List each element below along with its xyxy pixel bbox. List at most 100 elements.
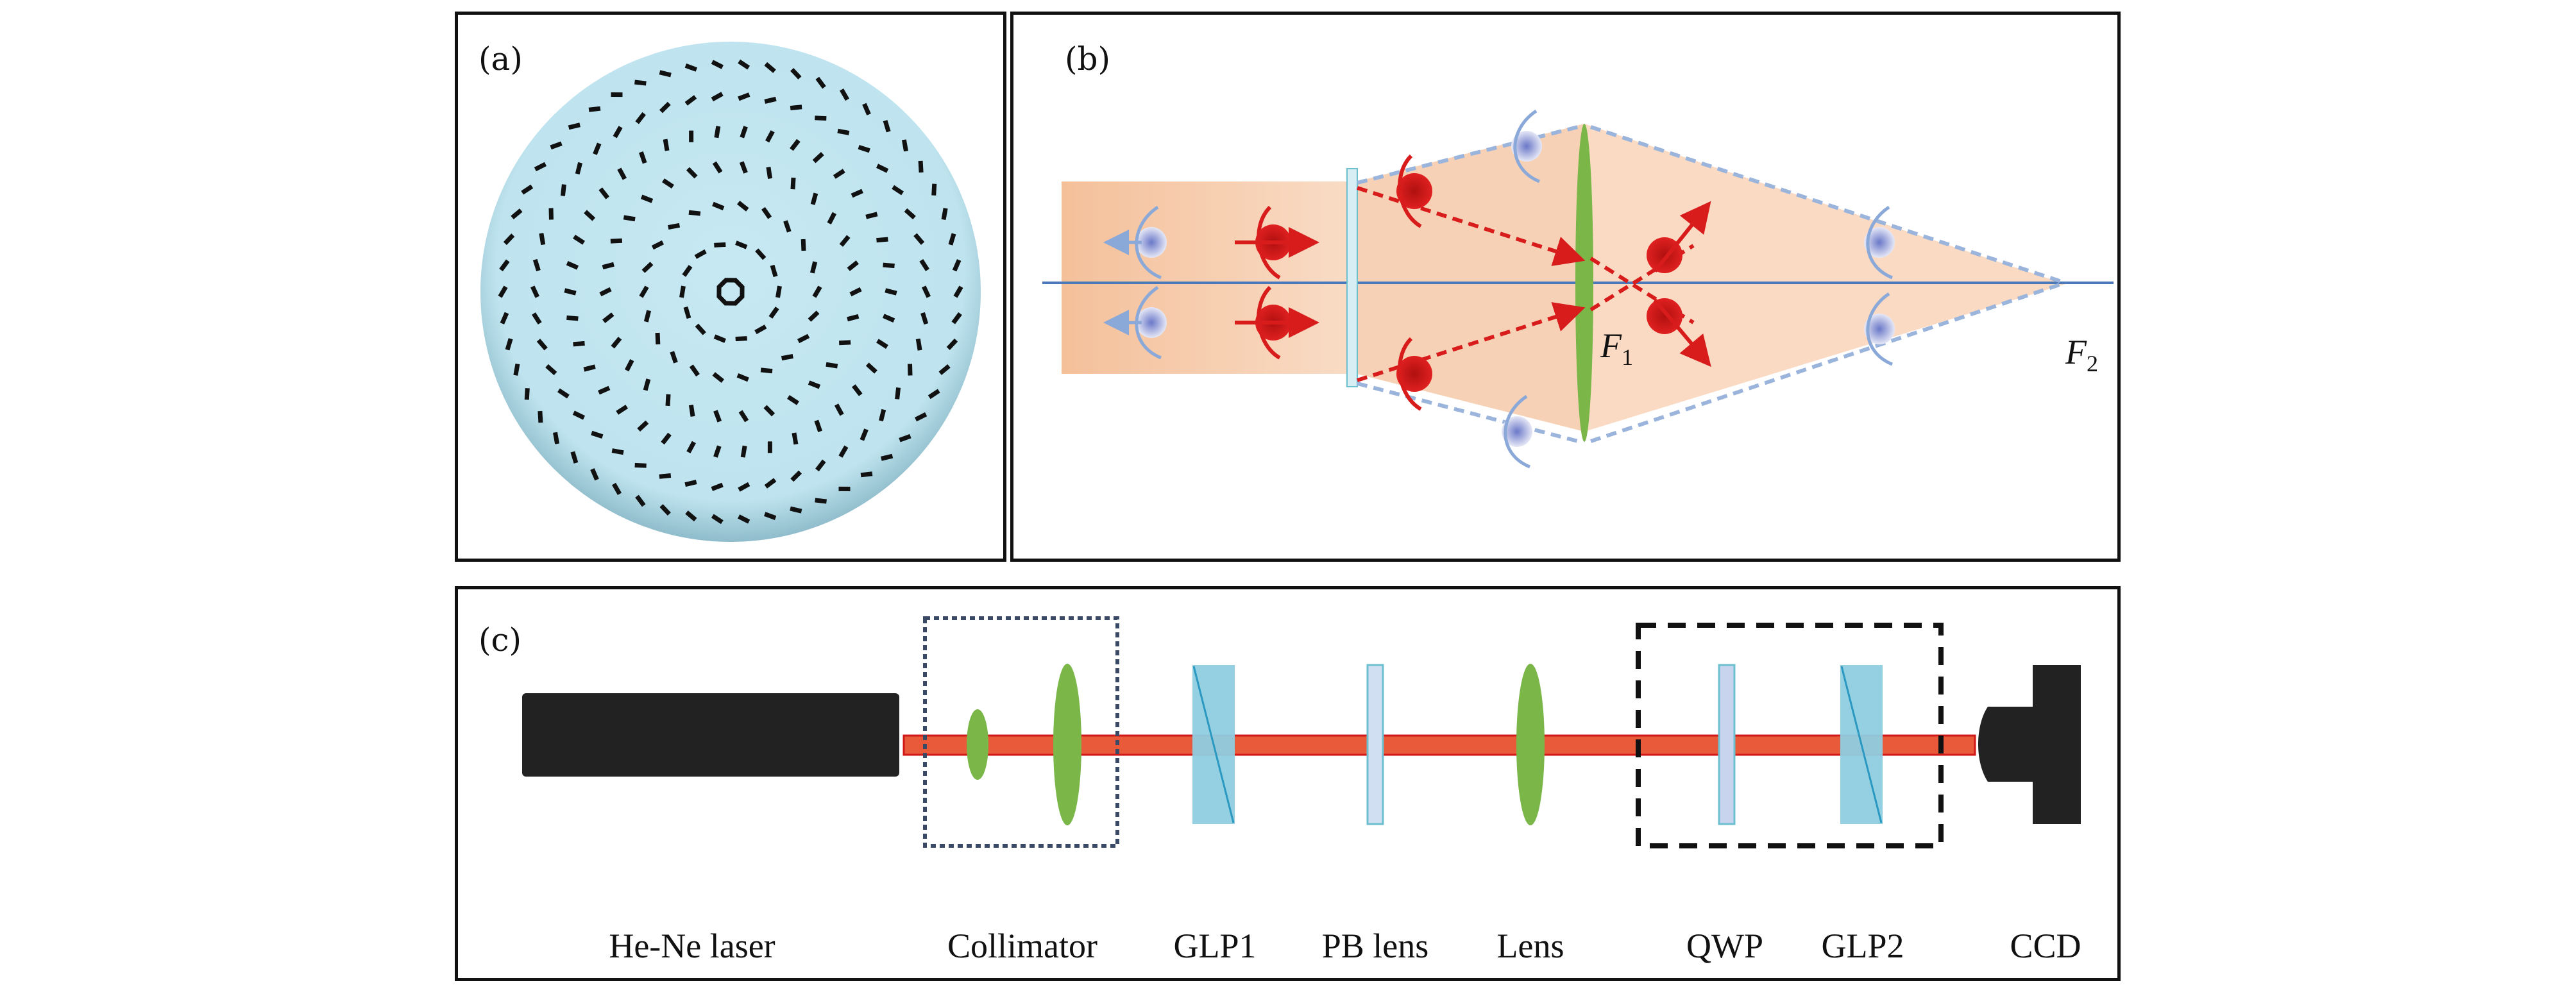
- lc-dash: [808, 380, 821, 389]
- focusing-lens-element: [1516, 664, 1545, 825]
- blue-spin-arrow-icon: [1513, 109, 1540, 183]
- lc-dash: [764, 96, 777, 104]
- lc-dash: [711, 514, 724, 525]
- qwp-element: [1718, 664, 1736, 825]
- lc-dash: [532, 258, 541, 272]
- label-collimator: Collimator: [947, 927, 1097, 965]
- lc-dash: [770, 264, 778, 278]
- lc-dash: [713, 410, 722, 423]
- lc-dash: [833, 169, 845, 179]
- lc-dash: [557, 388, 570, 399]
- blue-photon-icons: [1136, 131, 1895, 447]
- lc-dash: [809, 261, 818, 274]
- lc-dash: [613, 126, 623, 139]
- lc-dash: [837, 128, 850, 135]
- lc-dash: [876, 164, 889, 173]
- lc-dash: [714, 242, 726, 248]
- lc-dash: [711, 60, 724, 69]
- lc-dash: [583, 364, 596, 372]
- lc-dash: [659, 473, 672, 479]
- lc-dash: [754, 324, 767, 335]
- red-spin-arrow-icon: [1257, 285, 1281, 360]
- lc-dash: [735, 336, 747, 342]
- lc-dash: [689, 130, 694, 142]
- lc-dash: [838, 340, 851, 346]
- incident-beam: [1062, 181, 1357, 374]
- lc-dash: [876, 339, 888, 349]
- lc-dash: [810, 192, 818, 205]
- lc-dash: [566, 261, 579, 270]
- lc-dash: [827, 212, 837, 224]
- lc-dash: [686, 441, 696, 453]
- diverging-beam: [1357, 124, 1584, 432]
- lc-dash: [765, 130, 775, 143]
- lc-dash: [808, 310, 820, 322]
- lc-dash: [764, 478, 777, 489]
- lc-dash: [763, 512, 777, 520]
- panel-a-label: (a): [479, 40, 523, 78]
- lc-dash: [904, 208, 916, 220]
- lc-dash: [655, 332, 661, 345]
- lc-dash: [713, 334, 726, 343]
- label-pb-lens: PB lens: [1321, 927, 1429, 965]
- lc-dash: [953, 285, 963, 298]
- label-qwp: QWP: [1686, 927, 1763, 965]
- blue-ray: [1590, 281, 2066, 443]
- lc-dash: [524, 388, 530, 400]
- lc-dash: [876, 237, 888, 243]
- lc-dash: [624, 359, 634, 372]
- lc-dash: [689, 364, 700, 377]
- red-direction-arrow-icon: [1653, 299, 1711, 367]
- lc-dash: [948, 233, 956, 246]
- lc-dash: [768, 307, 779, 319]
- lc-dash: [560, 184, 566, 196]
- lc-dash: [711, 482, 724, 491]
- lc-dash: [686, 167, 698, 179]
- f1-letter: F: [1600, 326, 1622, 365]
- lc-dash: [665, 394, 671, 407]
- lc-dash: [662, 178, 674, 189]
- lc-dash: [611, 92, 623, 97]
- lc-dash: [790, 470, 802, 482]
- lc-dash: [550, 141, 563, 150]
- collimator-lens-small: [967, 709, 988, 780]
- lc-dash: [599, 287, 612, 297]
- experimental-setup: [522, 616, 2081, 848]
- lc-dash: [511, 208, 523, 220]
- lc-dash: [640, 194, 654, 203]
- lc-dash: [611, 337, 622, 349]
- lc-dash: [694, 249, 707, 259]
- lc-dash: [590, 468, 599, 481]
- lc-dash: [688, 405, 695, 417]
- lc-dash: [740, 126, 748, 139]
- lc-dash: [913, 233, 925, 245]
- panel-b-label: (b): [1065, 40, 1111, 78]
- pb-lens-plate: [1346, 168, 1358, 387]
- lc-dash: [883, 262, 895, 269]
- lc-dash: [738, 92, 750, 101]
- lc-dash: [634, 80, 647, 86]
- red-spin-arrow-icon: [1398, 337, 1422, 411]
- lc-dash: [899, 434, 911, 442]
- lc-dash: [683, 306, 691, 319]
- lc-dash: [851, 189, 863, 198]
- lc-dash: [695, 323, 706, 335]
- ccd-body: [2033, 665, 2081, 824]
- lc-dash: [951, 312, 962, 324]
- blue-photon-icon: [1864, 227, 1895, 258]
- lc-dash: [952, 259, 962, 272]
- red-spin-arrow-icon: [1257, 205, 1281, 280]
- lc-dash: [623, 215, 636, 222]
- lc-dash: [685, 510, 697, 522]
- lc-dash: [781, 353, 793, 361]
- panel-c: (c) He-Ne laser Collimator GLP1 PB lens …: [455, 586, 2121, 981]
- blue-photon-icon: [1136, 227, 1167, 258]
- lc-dash: [918, 160, 924, 173]
- lc-dash: [713, 445, 722, 458]
- lc-dash: [498, 285, 508, 298]
- lc-dash: [908, 364, 913, 376]
- lc-dash: [858, 144, 870, 153]
- laser-beam: [902, 734, 1976, 756]
- lc-dash: [548, 208, 554, 220]
- lc-dash: [651, 240, 665, 250]
